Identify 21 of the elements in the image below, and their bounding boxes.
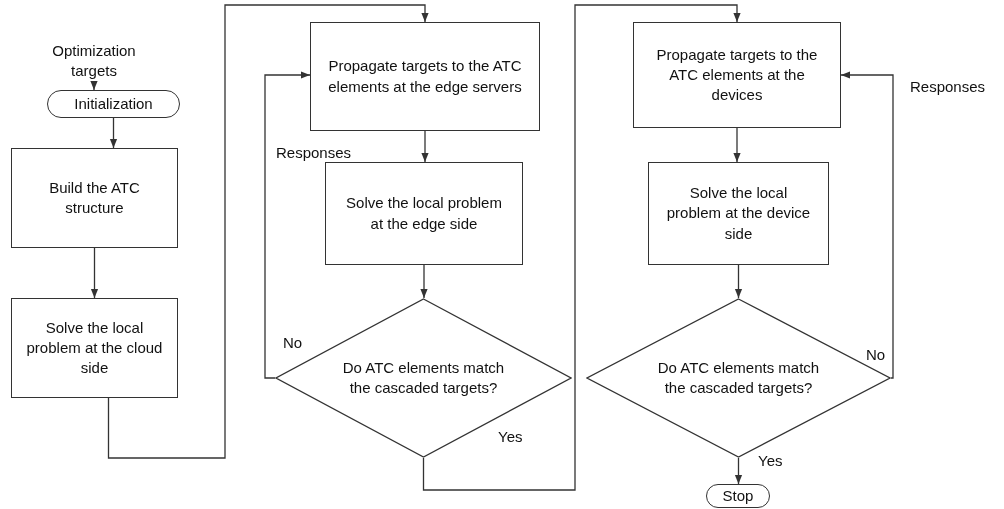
process-box: Build the ATC structure [11,148,178,248]
arrow [90,80,98,91]
arrow [734,457,743,485]
process-box: Propagate targets to the ATC elements at the edge servers [310,22,540,131]
arrow [420,264,428,299]
process-box: Solve the local problem at the cloud side [11,298,178,398]
arrow [107,4,429,459]
process-box: Solve the local problem at the edge side [325,162,523,265]
arrow [840,71,894,379]
arrow [422,4,741,491]
process-box: Propagate targets to the ATC elements at the devices [633,22,841,128]
arrow [264,71,311,379]
terminal-box: Stop [706,484,770,508]
arrow [421,130,429,163]
node-text: Optimization targets [44,40,144,82]
process-box: Solve the local problem at the device side [648,162,829,265]
arrow [733,127,741,163]
terminal-box: Initialization [47,90,180,118]
arrow [109,117,118,149]
arrow [90,247,99,299]
arrow [734,264,743,299]
